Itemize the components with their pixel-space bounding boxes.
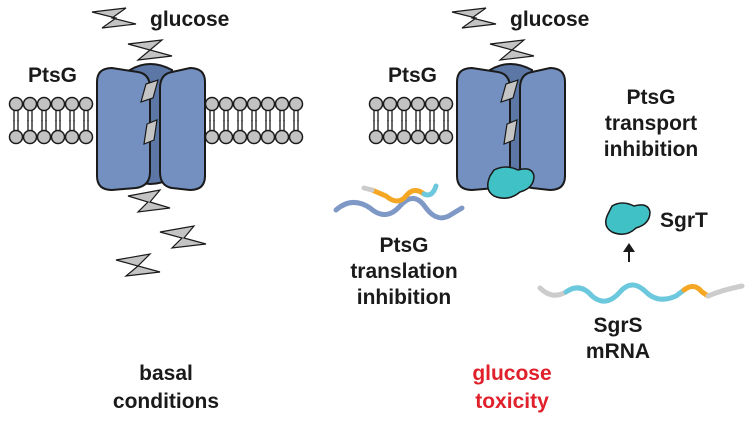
lipid-head bbox=[274, 129, 290, 145]
translation-arrow bbox=[623, 243, 635, 262]
lipid-head bbox=[22, 96, 38, 112]
lipid-head bbox=[382, 96, 398, 112]
sgrt-label: SgrT bbox=[660, 209, 708, 232]
translation-inhibition-line-1: PtsG bbox=[379, 234, 428, 257]
lipid-head bbox=[232, 129, 248, 145]
lipid-head bbox=[8, 96, 24, 112]
lipid-head bbox=[232, 96, 248, 112]
lipid-head bbox=[260, 129, 276, 145]
glucose-label-left: glucose bbox=[150, 8, 229, 31]
lipid-head bbox=[246, 129, 262, 145]
lipid-head bbox=[78, 129, 94, 145]
transport-inhibition-line-2: transport bbox=[605, 112, 697, 135]
lipid-head bbox=[438, 129, 454, 145]
basal-conditions-line-2: conditions bbox=[113, 390, 219, 413]
lipid-head bbox=[36, 96, 52, 112]
lipid-head bbox=[50, 129, 66, 145]
lipid-head bbox=[368, 129, 384, 145]
basal-conditions-label: basal conditions bbox=[113, 362, 219, 413]
ptsg-transporter-right bbox=[456, 63, 566, 192]
lipid-head bbox=[260, 96, 276, 112]
sgrt-free-blob bbox=[605, 202, 651, 235]
lipid-head bbox=[8, 129, 24, 145]
lipid-head bbox=[424, 129, 440, 145]
lipid-head bbox=[368, 96, 384, 112]
membrane-right-outer bbox=[368, 96, 454, 145]
lipid-head bbox=[410, 129, 426, 145]
glucose-molecules-right bbox=[451, 7, 535, 61]
ptsg-transporter-left bbox=[96, 63, 206, 192]
sgrs-mrna-strand bbox=[537, 282, 745, 304]
lipid-head bbox=[22, 129, 38, 145]
sgrs-mrna-label: SgrS mRNA bbox=[586, 314, 650, 363]
lipid-head bbox=[288, 96, 304, 112]
glucose-toxicity-line-1: glucose bbox=[472, 362, 551, 385]
lipid-head bbox=[396, 129, 412, 145]
sgrt-bound-blob bbox=[487, 166, 535, 199]
lipid-head bbox=[78, 96, 94, 112]
lipid-head bbox=[64, 96, 80, 112]
lipid-head bbox=[396, 96, 412, 112]
translation-inhibition-label: PtsG translation inhibition bbox=[350, 234, 457, 309]
transport-inhibition-label: PtsG transport inhibition bbox=[604, 86, 698, 161]
ptsg-label-left: PtsG bbox=[28, 64, 77, 87]
lipid-head bbox=[438, 96, 454, 112]
lipid-head bbox=[204, 129, 220, 145]
lipid-head bbox=[36, 129, 52, 145]
ptsg-label-right: PtsG bbox=[388, 64, 437, 87]
glucose-toxicity-line-2: toxicity bbox=[475, 390, 549, 413]
sgrs-mrna-line-2: mRNA bbox=[586, 340, 650, 363]
lipid-head bbox=[382, 129, 398, 145]
lipid-head bbox=[274, 96, 290, 112]
lipid-head bbox=[218, 96, 234, 112]
lipid-head bbox=[204, 96, 220, 112]
lipid-head bbox=[218, 129, 234, 145]
lipid-head bbox=[424, 96, 440, 112]
glucose-label-right: glucose bbox=[510, 8, 589, 31]
membrane-left-inner bbox=[204, 96, 304, 145]
transport-inhibition-line-1: PtsG bbox=[626, 86, 675, 109]
transport-inhibition-line-3: inhibition bbox=[604, 138, 698, 161]
translation-inhibition-line-3: inhibition bbox=[357, 286, 451, 309]
lipid-head bbox=[64, 129, 80, 145]
translation-inhibition-line-2: translation bbox=[350, 260, 457, 283]
sgrs-mrna-line-1: SgrS bbox=[593, 314, 642, 337]
glucose-molecules-left bbox=[91, 7, 207, 277]
ptsg-mrna-duplex bbox=[333, 183, 465, 221]
lipid-head bbox=[246, 96, 262, 112]
lipid-head bbox=[50, 96, 66, 112]
membrane-left-outer bbox=[8, 96, 94, 145]
glucose-toxicity-label: glucose toxicity bbox=[472, 362, 551, 413]
lipid-head bbox=[288, 129, 304, 145]
basal-conditions-line-1: basal bbox=[139, 362, 193, 385]
lipid-head bbox=[410, 96, 426, 112]
